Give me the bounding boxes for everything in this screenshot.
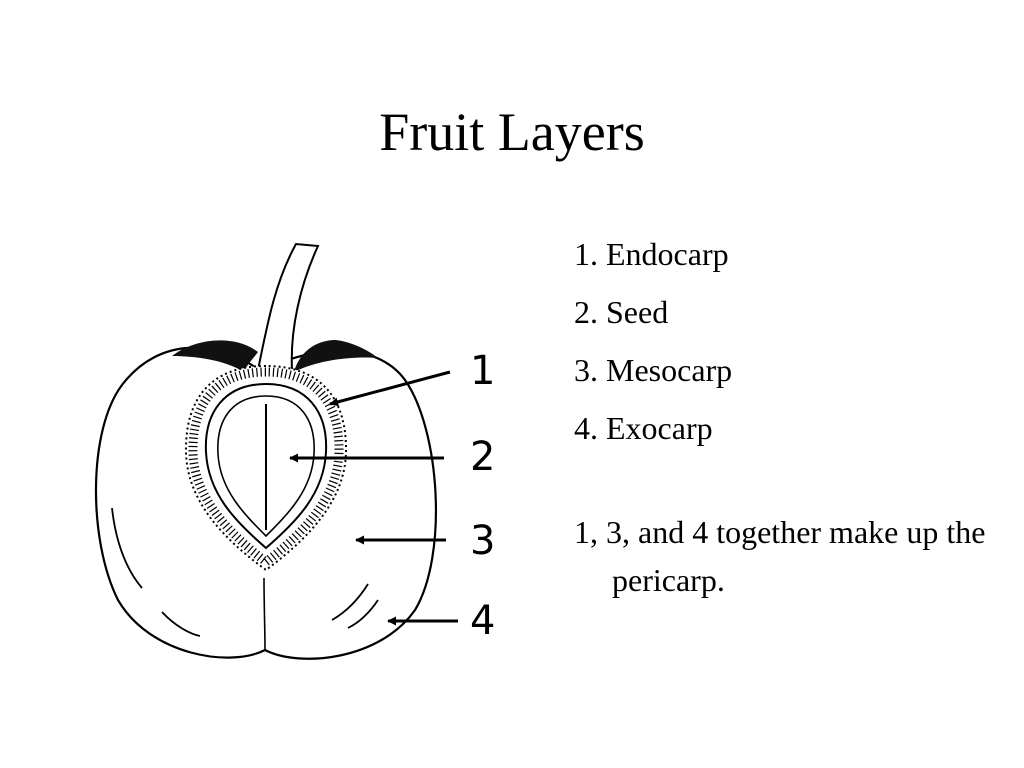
- label-2: 2: [470, 434, 495, 480]
- legend-item-seed: 2. Seed: [574, 294, 669, 330]
- pericarp-note: 1, 3, and 4 together make up the pericar…: [574, 514, 986, 598]
- legend-item-endocarp: 1. Endocarp: [574, 236, 729, 272]
- label-3: 3: [470, 518, 495, 564]
- label-4: 4: [470, 598, 495, 644]
- surface-mark-left: [111, 507, 143, 589]
- slide-title: Fruit Layers: [379, 102, 645, 162]
- suture-line: [263, 577, 266, 651]
- fruit-cross-section-diagram: 1 2 3 4: [94, 242, 495, 660]
- shading-right: [294, 340, 378, 372]
- legend-item-exocarp: 4. Exocarp: [574, 410, 713, 446]
- shading-left: [172, 340, 258, 372]
- surface-mark-bottom: [161, 611, 201, 637]
- legend-item-mesocarp: 3. Mesocarp: [574, 352, 733, 388]
- arrow-1: [329, 370, 451, 407]
- label-1: 1: [470, 348, 495, 394]
- surface-mark-right-1: [331, 583, 369, 621]
- legend-list: 1. Endocarp 2. Seed 3. Mesocarp 4. Exoca…: [574, 230, 1004, 462]
- stem: [256, 242, 320, 371]
- surface-mark-right-2: [347, 599, 379, 629]
